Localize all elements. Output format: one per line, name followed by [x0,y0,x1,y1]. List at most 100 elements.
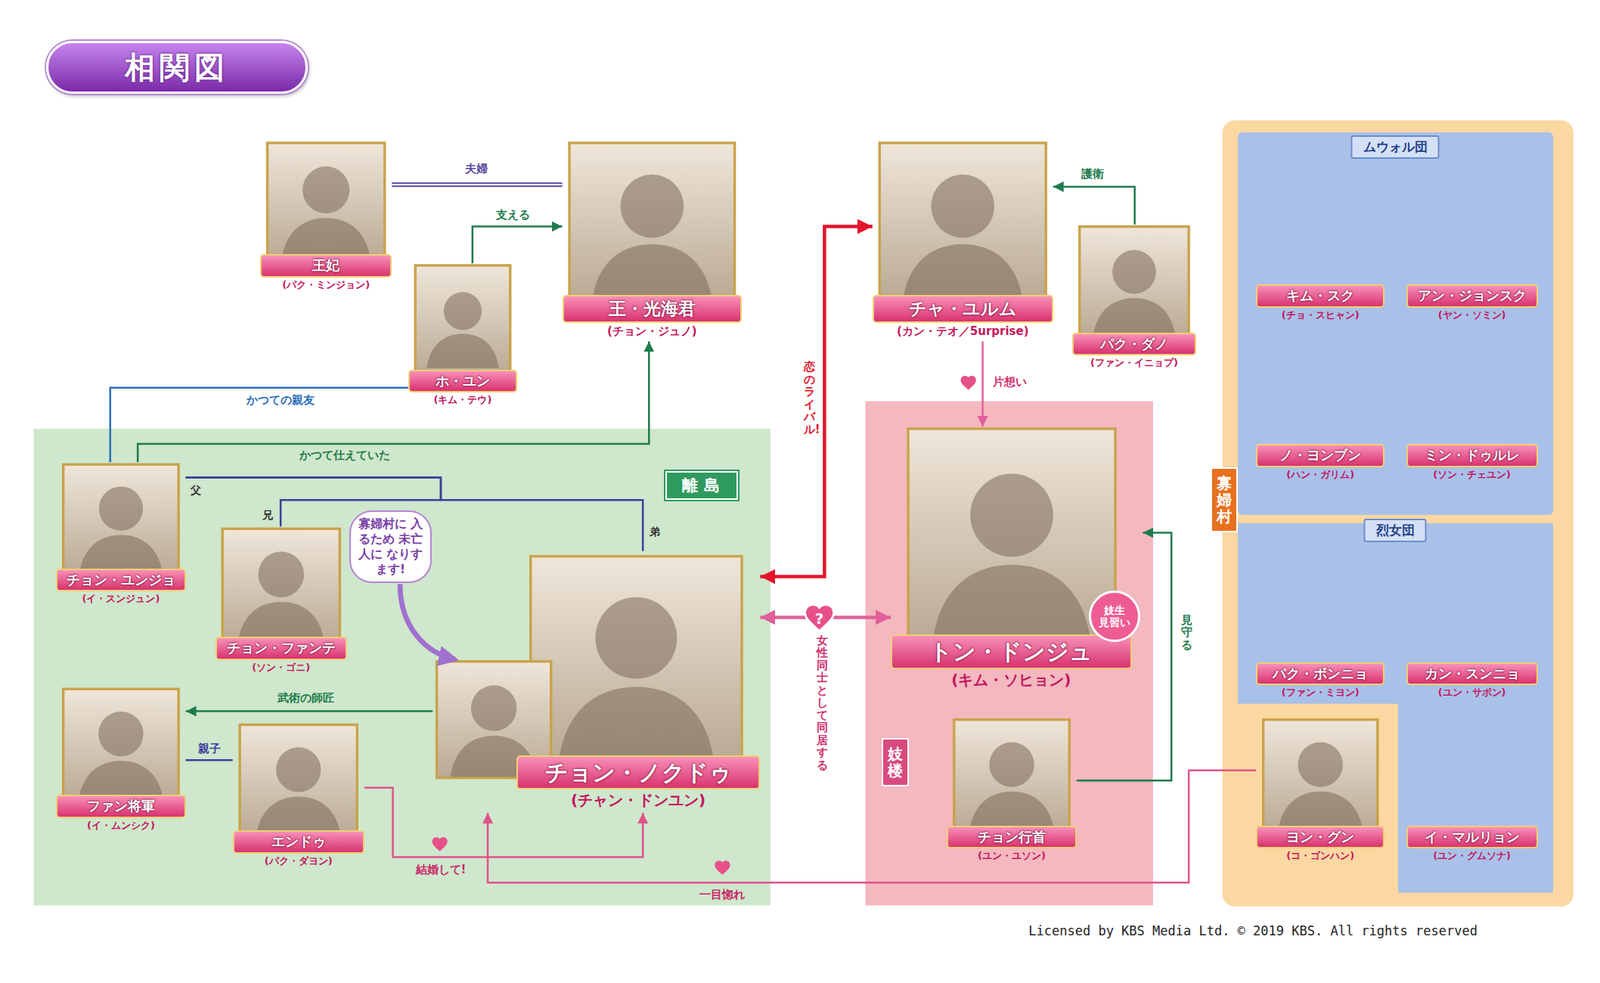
kinship-label: 父 [190,483,202,497]
portrait-silhouette [969,741,1055,832]
copyright-note: Licensed by KBS Media Ltd. © 2019 KBS. A… [1028,923,1478,939]
edge-label: かつて仕えていた [299,449,391,463]
name-plate: ホ・ユン [408,369,518,394]
portrait-silhouette [592,174,713,301]
edge-label: 片想い [992,375,1027,389]
edge-label: 親子 [198,742,221,756]
photo-frame [879,142,1046,301]
photo-frame [222,528,340,643]
portrait-silhouette [426,291,499,368]
region-tag: 烈女団 [1364,518,1427,543]
actor-name: (チャン・ドンユン) [570,790,706,810]
portrait-silhouette [933,474,1091,640]
edge-label: 夫婦 [465,162,488,176]
edge-label: 見守る [1181,613,1193,652]
relation-connector [981,341,984,427]
actor-name: (ヤン・ソミン) [1438,309,1507,322]
region-tag: ムウォル団 [1351,135,1440,159]
region-box: ムウォル団キム・スク(チョ・スヒャン)アン・ジョンスク(ヤン・ソミン)ノ・ヨンブ… [1237,132,1554,515]
actor-name: (パク・ダヨン) [264,855,333,868]
portrait-silhouette [1092,250,1176,338]
actor-name: (チョン・ジュノ) [607,324,698,339]
heart-symbol [805,604,835,632]
callout-text: 寡婦村に 入るため 未亡人に なりすます! [355,516,427,577]
photo-frame [239,724,357,837]
name-plate: 王妃 [260,254,392,278]
region-shape [1237,523,1554,894]
relation-connector [472,226,563,264]
name-plate: ノ・ヨンブン [1255,443,1385,468]
question-mark: ? [815,609,825,627]
portrait-silhouette [78,711,165,802]
edge-label: 武術の師匠 [277,692,335,706]
name-plate: エンドゥ [232,830,365,854]
status-badge: 妓生 見習い [1088,590,1141,642]
region-box: 妓楼トン・ドンジュ(キム・ソヒョン)妓生 見習いチョン行首(ユン・ユソン) [865,400,1154,906]
character-card: チョン・ファンテ(ソン・ゴニ) [215,526,348,676]
name-plate: トン・ドンジュ [890,634,1132,670]
relation-connector [1053,186,1135,225]
name-plate: ミン・ドゥルレ [1406,443,1538,468]
region-box: 寡婦村ムウォル団キム・スク(チョ・スヒャン)アン・ジョンスク(ヤン・ソミン)ノ・… [1222,120,1574,906]
relation-connector [186,710,434,713]
portrait-silhouette [79,486,164,575]
name-plate: ヨン・グン [1255,825,1385,850]
character-card: カン・スンニョ(ユン・サボン) [1406,554,1538,703]
actor-name: (ソン・チェユン) [1432,468,1511,481]
edge-label: 女性同士として 同居する [816,634,828,773]
name-plate: 王・光海君 [562,294,743,323]
region-tag: 寡婦村 [1210,467,1238,533]
relation-connector [137,341,649,463]
actor-name: (ユン・サボン) [1438,686,1507,699]
character-card: キム・スク(チョ・スヒャン) [1255,176,1385,325]
actor-name: (ファン・イニョプ) [1090,356,1179,369]
brothel-ground [865,401,1154,906]
kinship-label: 弟 [649,525,661,538]
photo-frame [1263,719,1378,832]
double-line-gap [391,183,562,186]
character-card: チョン・ユンジョ(イ・スンジュン) [55,462,186,608]
edge-label: 護衛 [1081,167,1104,181]
photo-frame [63,688,179,801]
actor-name: (ハン・ガリム) [1286,468,1355,481]
photo-frame [1079,226,1189,339]
character-card: パク・ボンニョ(ファン・ミヨン) [1255,554,1385,703]
actor-name: (パク・ミンジョン) [282,279,370,292]
region-box: 離島 チョン・ユンジョ(イ・スンジュン)チョン・ファンテ(ソン・ゴニ)寡婦村に 入… [34,428,771,906]
portrait-silhouette [902,174,1024,301]
heart-symbol [714,860,730,875]
edge-label: 結婚して! [415,863,467,877]
heart-symbol [961,375,977,391]
name-plate: イ・マルリョン [1406,825,1538,850]
name-plate: カン・スンニョ [1406,662,1538,686]
name-plate: チョン・ファンテ [215,636,348,661]
actor-name: (カン・テオ／5urprise) [896,324,1030,339]
actor-name: (コ・ゴンハン) [1286,849,1355,863]
transform-arrow [400,583,456,660]
character-card: ミン・ドゥルレ(ソン・チェユン) [1406,337,1538,484]
relation-connector [186,759,233,762]
village-ground [1222,120,1574,906]
character-card: チャ・ユルム(カン・テオ／5urprise) [872,140,1054,342]
character-card: エンドゥ(パク・ダヨン) [232,722,365,871]
title-pill: 相関図 [46,40,308,94]
character-card: 王妃(パク・ミンジョン) [260,140,392,295]
actor-name: (イ・ムンシク) [86,819,156,832]
character-card: 王・光海君(チョン・ジュノ) [562,140,743,342]
kinship-label: 兄 [262,508,273,521]
edge-label: 支える [496,208,531,222]
name-plate: チョン・ユンジョ [55,568,186,593]
edge-label: 恋のライバル! [803,360,816,436]
character-card: ホ・ユン(キム・テウ) [408,263,518,410]
region-tag: 離島 [665,471,738,500]
actor-name: (ファン・ミヨン) [1281,686,1360,699]
character-card: チョン行首(ユン・ユソン) [946,717,1076,866]
island-ground [34,428,771,906]
edge-label: 一目惚れ [699,888,745,902]
character-card: ノ・ヨンブン(ハン・ガリム) [1255,337,1385,484]
actor-name: (キム・ソヒョン) [951,670,1071,690]
character-card: ヨン・グン(コ・ゴンハン) [1255,717,1385,866]
edge-label: かつての親友 [246,394,315,408]
